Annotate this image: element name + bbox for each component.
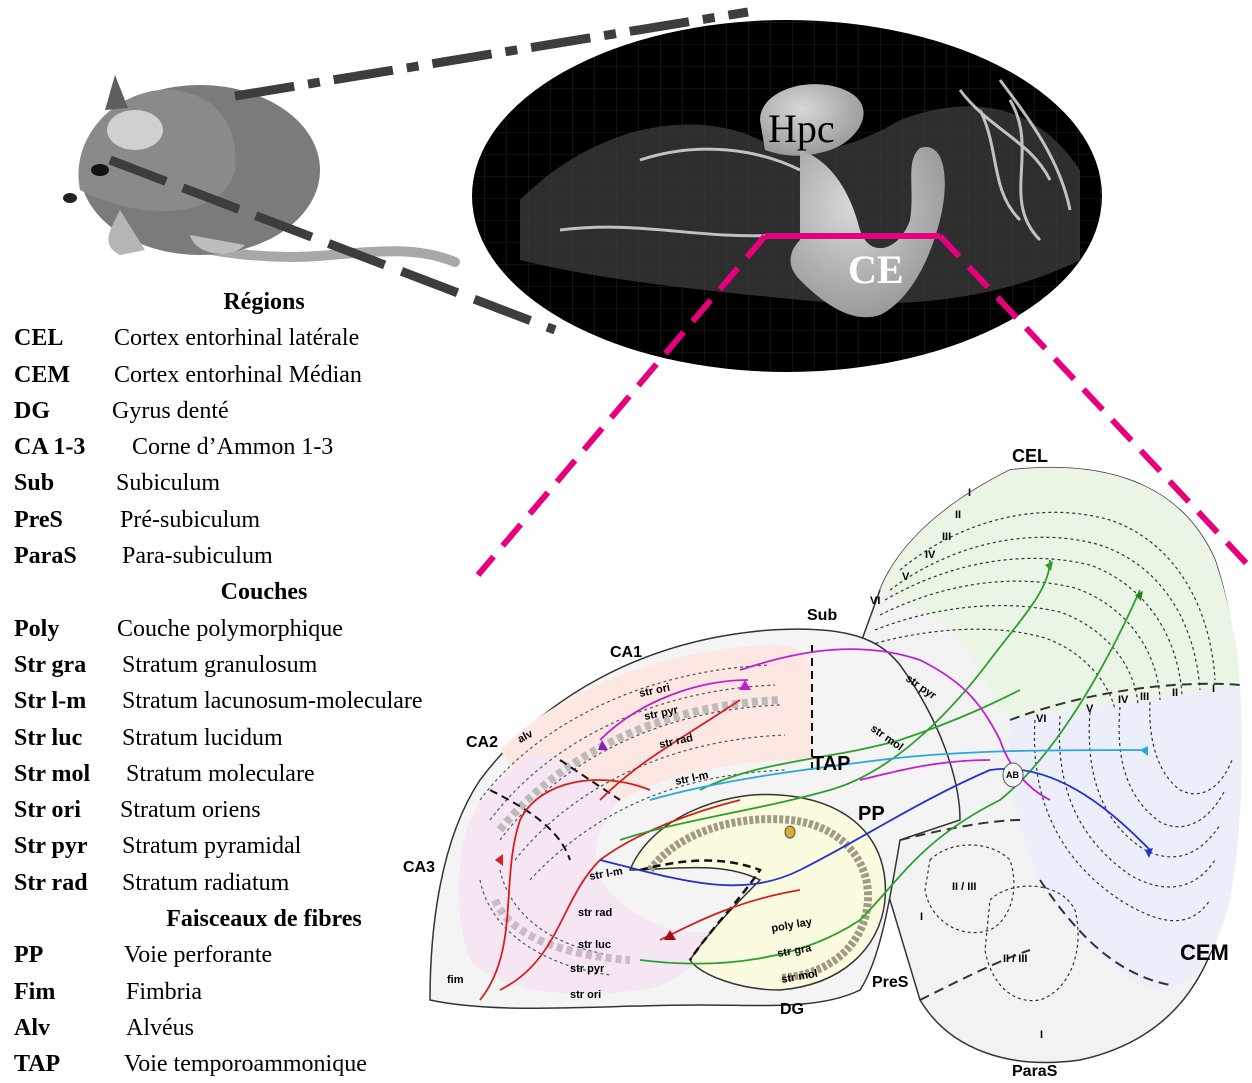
legend-abbr: ParaS <box>14 538 122 574</box>
legend-def: Subiculum <box>116 465 220 501</box>
legend-row: Str graStratum granulosum <box>14 647 534 683</box>
legend-abbr: CA 1-3 <box>14 429 132 465</box>
legend-def: Fimbria <box>126 974 202 1010</box>
cel-layer-2: II <box>955 509 961 521</box>
legend-abbr: PP <box>14 937 124 973</box>
legend-row: CA 1-3Corne d’Ammon 1-3 <box>14 429 534 465</box>
pathway-label-pp: PP <box>858 803 885 825</box>
legend-abbr: Poly <box>14 611 117 647</box>
legend-abbr: Alv <box>14 1010 126 1046</box>
stratum-label-str-luc: str luc <box>578 939 611 951</box>
legend-row: Str lucStratum lucidum <box>14 720 534 756</box>
legend-abbr: Str luc <box>14 720 122 756</box>
region-label-cem: CEM <box>1180 940 1229 965</box>
abbreviation-legend: Régions CELCortex entorhinal latérale CE… <box>14 284 534 1083</box>
legend-row: PolyCouche polymorphique <box>14 611 534 647</box>
legend-abbr: Str mol <box>14 756 126 792</box>
legend-row: FimFimbria <box>14 974 534 1010</box>
legend-heading-fibers: Faisceaux de fibres <box>14 901 514 937</box>
legend-row: TAPVoie temporoammonique <box>14 1046 534 1082</box>
legend-def: Stratum lacunosum-moleculare <box>122 683 423 719</box>
pres-layer-2-3a: II / III <box>952 881 976 893</box>
stratum-label-str-ori-ca3: str ori <box>570 989 601 1001</box>
legend-row: SubSubiculum <box>14 465 534 501</box>
legend-def: Stratum granulosum <box>122 647 317 683</box>
pathway-label-tap: TAP <box>812 753 851 775</box>
legend-def: Pré-subiculum <box>120 502 260 538</box>
stratum-label-str-rad-ca3: str rad <box>578 907 612 919</box>
cel-layer-3: III <box>942 531 951 543</box>
legend-row: Str oriStratum oriens <box>14 792 534 828</box>
legend-def: Stratum oriens <box>120 792 261 828</box>
legend-row: Str radStratum radiatum <box>14 865 534 901</box>
legend-def: Couche polymorphique <box>117 611 343 647</box>
legend-def: Voie temporoammonique <box>124 1046 367 1082</box>
legend-abbr: CEM <box>14 357 114 393</box>
legend-def: Voie perforante <box>124 937 272 973</box>
legend-row: CEMCortex entorhinal Médian <box>14 357 534 393</box>
paras-layer-1: I <box>1040 1029 1043 1041</box>
legend-row: ParaSPara-subiculum <box>14 538 534 574</box>
legend-def: Cortex entorhinal Médian <box>114 357 362 393</box>
legend-row: DGGyrus denté <box>14 393 534 429</box>
legend-def: Stratum radiatum <box>122 865 289 901</box>
cem-layer-6: VI <box>1036 713 1046 725</box>
hpc-label: Hpc <box>768 106 835 151</box>
legend-abbr: Fim <box>14 974 126 1010</box>
legend-row: CELCortex entorhinal latérale <box>14 320 534 356</box>
legend-def: Cortex entorhinal latérale <box>114 320 359 356</box>
legend-def: Para-subiculum <box>122 538 273 574</box>
legend-def: Stratum moleculare <box>126 756 315 792</box>
pres-layer-2-3b: II / III <box>1003 953 1027 965</box>
legend-def: Stratum lucidum <box>122 720 283 756</box>
legend-abbr: PreS <box>14 502 120 538</box>
region-label-pres: PreS <box>872 974 909 991</box>
legend-def: Stratum pyramidal <box>122 828 301 864</box>
legend-abbr: DG <box>14 393 112 429</box>
legend-heading-regions: Régions <box>14 284 514 320</box>
cem-layer-3: III <box>1140 691 1149 703</box>
legend-abbr: Str l-m <box>14 683 122 719</box>
legend-abbr: Str pyr <box>14 828 122 864</box>
stratum-label-str-pyr-ca3: str pyr <box>570 963 605 975</box>
legend-row: Str molStratum moleculare <box>14 756 534 792</box>
cem-layer-4: IV <box>1118 694 1129 706</box>
region-label-paras: ParaS <box>1012 1063 1058 1078</box>
legend-abbr: Str ori <box>14 792 120 828</box>
stratum-label-ab: AB <box>1006 770 1019 780</box>
region-label-dg: DG <box>780 1001 804 1018</box>
legend-abbr: Str rad <box>14 865 122 901</box>
legend-row: PPVoie perforante <box>14 937 534 973</box>
legend-def: Corne d’Ammon 1-3 <box>132 429 333 465</box>
pres-layer-1: I <box>920 911 923 923</box>
ce-label: CE <box>848 247 904 292</box>
cel-layer-6: VI <box>870 595 880 607</box>
legend-row: AlvAlvéus <box>14 1010 534 1046</box>
legend-def: Alvéus <box>126 1010 194 1046</box>
brain-section-oval: Hpc CE <box>470 18 1110 378</box>
legend-abbr: Sub <box>14 465 116 501</box>
region-label-cel: CEL <box>1012 446 1048 466</box>
cel-layer-4: IV <box>925 549 936 561</box>
legend-heading-layers: Couches <box>14 574 514 610</box>
region-label-sub: Sub <box>807 607 837 624</box>
cem-layer-5: V <box>1086 703 1094 715</box>
legend-row: PreSPré-subiculum <box>14 502 534 538</box>
cem-layer-2: II <box>1172 687 1178 699</box>
legend-def: Gyrus denté <box>112 393 229 429</box>
legend-row: Str l-mStratum lacunosum-moleculare <box>14 683 534 719</box>
region-label-ca1: CA1 <box>610 644 642 661</box>
legend-abbr: TAP <box>14 1046 124 1082</box>
cel-layer-5: V <box>902 571 910 583</box>
legend-abbr: CEL <box>14 320 114 356</box>
cem-layer-1: I <box>1212 683 1215 695</box>
legend-abbr: Str gra <box>14 647 122 683</box>
cel-layer-1: I <box>968 487 971 499</box>
legend-row: Str pyrStratum pyramidal <box>14 828 534 864</box>
